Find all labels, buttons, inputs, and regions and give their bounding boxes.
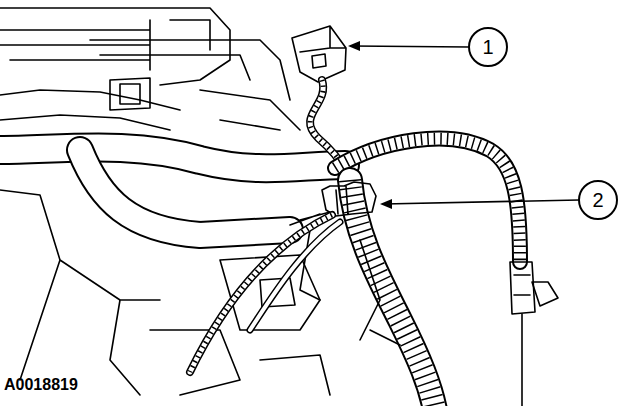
callout-number: 2 [592,190,603,210]
callout-circle: 1 [468,27,508,67]
figure-number: A0018819 [4,376,78,394]
callout-circle: 2 [578,180,618,220]
callout-number: 1 [482,37,493,57]
